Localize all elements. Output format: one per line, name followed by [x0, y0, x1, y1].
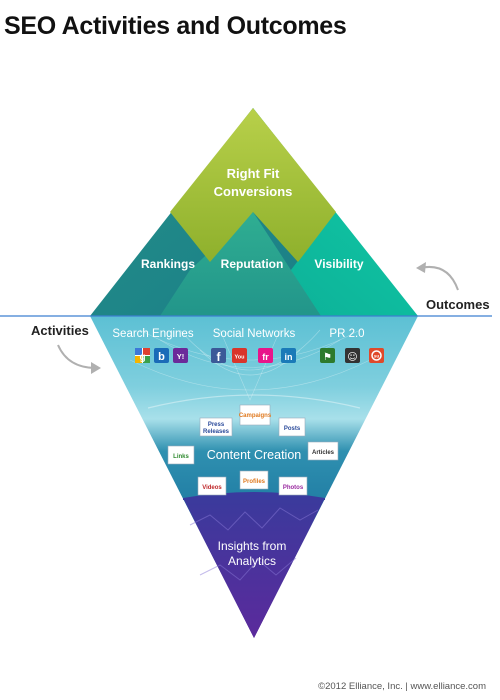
social-network-icons: f You fr in [211, 348, 296, 364]
analytics-trend-lines [189, 507, 319, 581]
content-card-profiles: Profiles [239, 470, 269, 490]
reddit-icon: ☺ [345, 348, 360, 363]
svg-text:Photos: Photos [283, 485, 304, 491]
right-fit-label: Right Fit [227, 166, 280, 181]
youtube-icon: You [232, 348, 247, 363]
outcomes-label: Outcomes [426, 297, 490, 312]
rankings-label: Rankings [141, 257, 195, 271]
svg-text:in: in [285, 352, 293, 362]
google-icon: g [135, 348, 150, 363]
copyright-footer: ©2012 Elliance, Inc. | www.elliance.com [318, 681, 486, 692]
content-card-links: Links [167, 445, 195, 465]
visibility-label: Visibility [314, 257, 363, 271]
facebook-icon: f [211, 348, 226, 364]
svg-text:Releases: Releases [203, 429, 230, 435]
reputation-segment [160, 212, 321, 316]
content-card-articles: Articles [307, 441, 339, 461]
content-cards: Press Releases Campaigns Posts Links Art… [167, 404, 339, 496]
search-engines-label: Search Engines [112, 328, 193, 340]
svg-text:⚑: ⚑ [323, 352, 332, 363]
activities-arrow-icon [57, 344, 101, 374]
svg-text:su: su [374, 354, 380, 359]
insights-label-line2: Analytics [228, 554, 276, 568]
svg-text:Videos: Videos [202, 485, 222, 491]
content-card-campaigns: Campaigns [239, 404, 272, 426]
content-card-videos: Videos [197, 476, 227, 496]
social-networks-label: Social Networks [213, 328, 296, 340]
insights-label-line1: Insights from [218, 539, 287, 553]
svg-text:fr: fr [262, 352, 269, 362]
linkedin-icon: in [281, 348, 296, 363]
flickr-icon: fr [258, 348, 273, 363]
analytics-segment [183, 498, 325, 638]
activities-label: Activities [31, 323, 89, 338]
content-card-press-releases: Press Releases [199, 417, 233, 437]
pr-label: PR 2.0 [329, 328, 364, 340]
svg-text:Campaigns: Campaigns [239, 413, 272, 419]
outcomes-arrow-icon [416, 262, 459, 291]
bing-icon: b [154, 348, 169, 363]
svg-text:Press: Press [208, 422, 225, 428]
yahoo-icon: Y! [173, 348, 188, 363]
content-card-photos: Photos [278, 476, 308, 496]
content-creation-label: Content Creation [207, 448, 302, 462]
conversions-label: Conversions [214, 184, 293, 199]
svg-text:☺: ☺ [347, 352, 357, 363]
content-band-arc [147, 394, 361, 409]
svg-text:f: f [217, 350, 222, 364]
svg-text:g: g [139, 352, 145, 363]
svg-text:You: You [235, 355, 245, 361]
pr-icons: ⚑ ☺ su [320, 348, 384, 363]
reputation-label: Reputation [221, 257, 284, 271]
svg-text:Links: Links [173, 454, 189, 460]
pr-feed-icon: ⚑ [320, 348, 335, 363]
network-lines [129, 329, 371, 401]
stumbleupon-icon: su [369, 348, 384, 363]
page-title: SEO Activities and Outcomes [4, 12, 347, 40]
svg-text:Y!: Y! [177, 352, 185, 361]
svg-text:b: b [158, 351, 165, 363]
search-engine-icons: g b Y! [135, 348, 188, 363]
svg-text:Posts: Posts [284, 426, 301, 432]
svg-text:Articles: Articles [312, 450, 335, 456]
content-card-posts: Posts [278, 417, 306, 437]
svg-text:Profiles: Profiles [243, 479, 266, 485]
right-fit-segment [170, 108, 336, 262]
